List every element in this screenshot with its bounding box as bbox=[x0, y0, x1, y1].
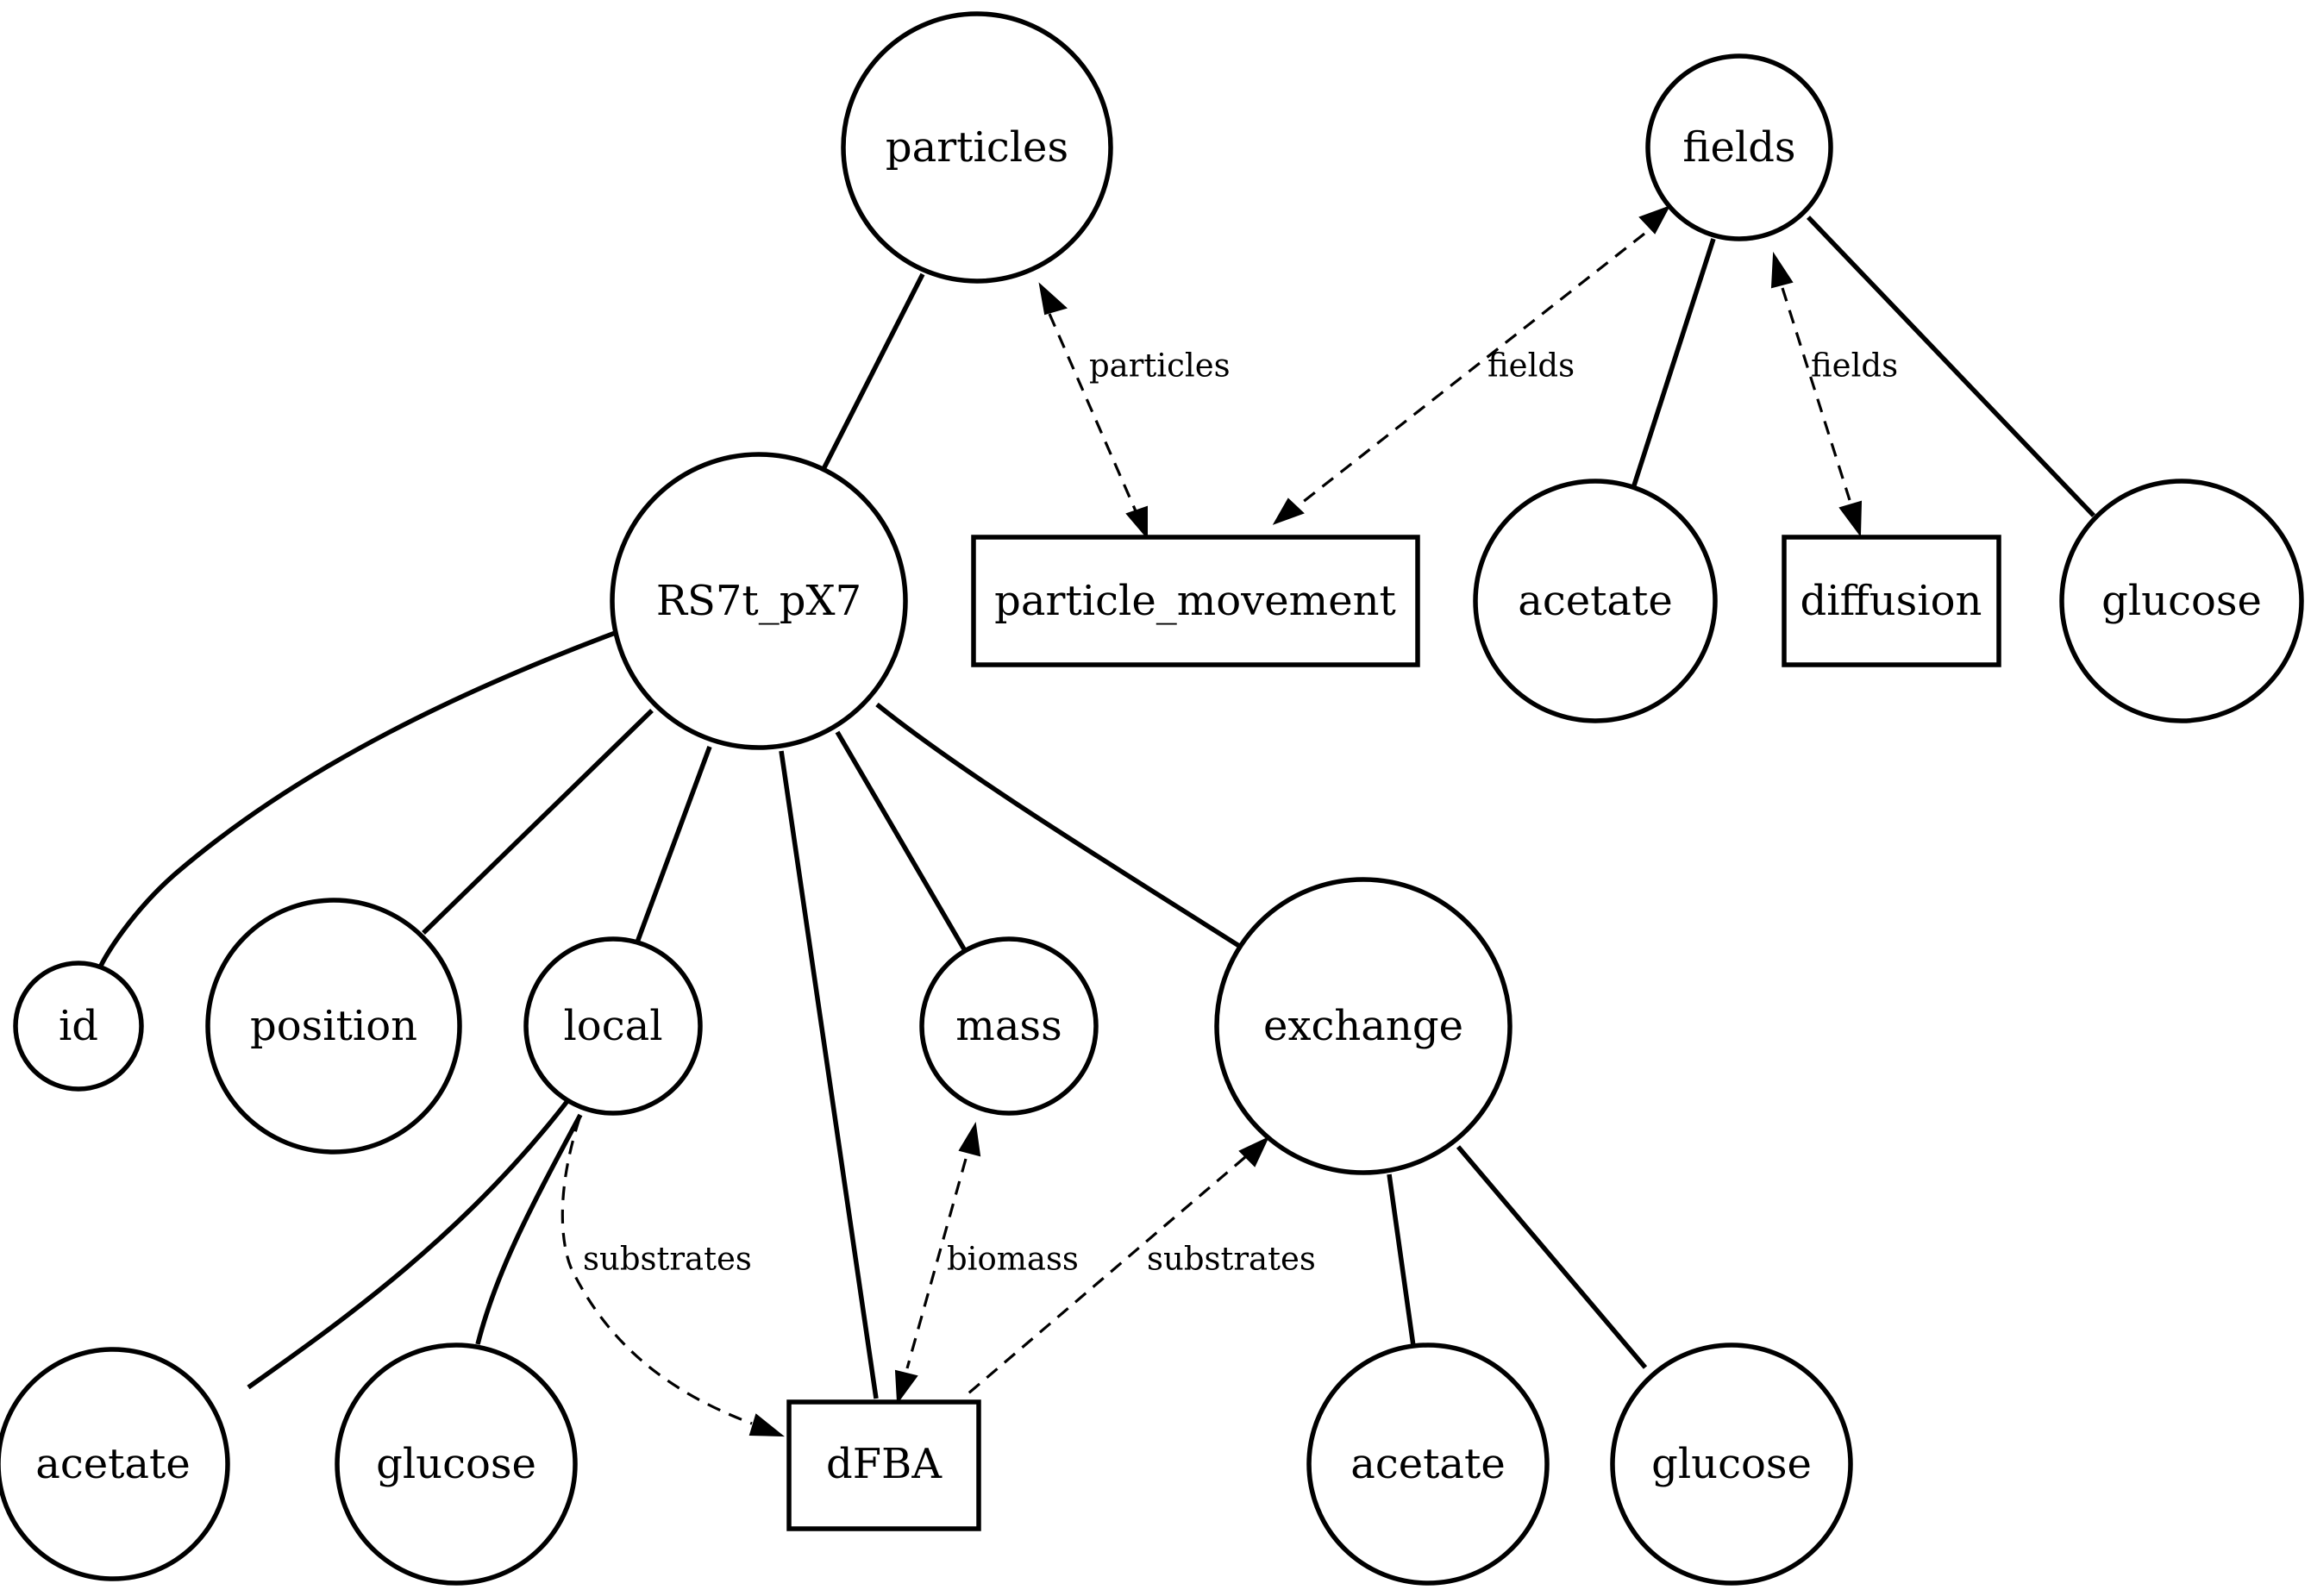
edge-exchange-dfba bbox=[961, 1155, 1247, 1400]
edge-fields-glucose bbox=[1807, 216, 2095, 517]
edge-label-biomass: biomass bbox=[947, 1241, 1079, 1278]
node-label-exchange: exchange bbox=[1263, 1002, 1463, 1050]
edge-label-particles: particles bbox=[1089, 347, 1231, 385]
arrowhead-mass bbox=[958, 1122, 981, 1157]
node-particles[interactable]: particles bbox=[841, 11, 1113, 284]
edge-mass-dfba bbox=[905, 1158, 968, 1369]
edge-label-fields-movement: fields bbox=[1487, 347, 1575, 385]
node-acetate-local[interactable]: acetate bbox=[0, 1347, 230, 1581]
arrowhead-dfba-local bbox=[748, 1413, 785, 1437]
node-id[interactable]: id bbox=[13, 961, 144, 1092]
arrowhead-fields-right bbox=[1770, 251, 1794, 289]
edge-rs7t-dfba bbox=[779, 750, 879, 1399]
node-acetate-exchange[interactable]: acetate bbox=[1306, 1343, 1550, 1586]
node-label-fields: fields bbox=[1682, 123, 1795, 172]
edge-rs7t-local bbox=[629, 746, 712, 957]
edge-exchange-acetate bbox=[1387, 1174, 1416, 1347]
arrowhead-particles bbox=[1038, 282, 1068, 316]
node-local[interactable]: local bbox=[523, 936, 703, 1116]
edge-label-fields-diffusion: fields bbox=[1811, 347, 1898, 385]
node-label-position: position bbox=[250, 1002, 417, 1050]
node-dfba[interactable]: dFBA bbox=[786, 1399, 981, 1531]
edge-rs7t-position bbox=[422, 709, 654, 935]
node-label-particle-movement: particle_movement bbox=[994, 577, 1396, 625]
edge-label-substrates-local: substrates bbox=[583, 1241, 752, 1278]
edge-particles-movement bbox=[1048, 313, 1138, 514]
node-label-mass: mass bbox=[955, 1002, 1062, 1050]
arrowhead-exchange bbox=[1238, 1136, 1270, 1167]
node-acetate-fields[interactable]: acetate bbox=[1473, 479, 1718, 723]
arrowhead-diffusion bbox=[1838, 500, 1863, 537]
edge-local-dfba bbox=[561, 1117, 753, 1425]
edge-rs7t-id bbox=[97, 607, 680, 971]
node-rs7t[interactable]: RS7t_pX7 bbox=[610, 452, 908, 750]
edge-local-glucose bbox=[475, 1113, 583, 1345]
node-label-glucose-fields: glucose bbox=[2101, 577, 2262, 625]
node-label-glucose-exchange: glucose bbox=[1651, 1440, 1812, 1488]
node-label-id: id bbox=[59, 1002, 98, 1050]
edge-fields-movement bbox=[1298, 232, 1645, 507]
node-glucose-fields[interactable]: glucose bbox=[2059, 479, 2304, 723]
node-glucose-exchange[interactable]: glucose bbox=[1610, 1343, 1853, 1586]
node-label-particles: particles bbox=[886, 123, 1068, 172]
node-particle-movement[interactable]: particle_movement bbox=[971, 535, 1420, 667]
arrowhead-dfba-mass bbox=[894, 1369, 918, 1405]
node-label-diffusion: diffusion bbox=[1801, 577, 1982, 625]
node-fields[interactable]: fields bbox=[1645, 53, 1833, 241]
node-label-glucose-local: glucose bbox=[376, 1440, 536, 1488]
arrowhead-movement-left bbox=[1125, 505, 1148, 540]
node-label-acetate-fields: acetate bbox=[1518, 577, 1673, 625]
edge-rs7t-exchange bbox=[875, 702, 1241, 948]
node-label-acetate-exchange: acetate bbox=[1350, 1440, 1506, 1488]
node-glucose-local[interactable]: glucose bbox=[335, 1343, 578, 1586]
arrowhead-movement-right bbox=[1272, 498, 1305, 525]
edge-label-substrates-exchange: substrates bbox=[1147, 1241, 1316, 1278]
edge-rs7t-mass bbox=[835, 730, 969, 955]
edge-particles-rs7t bbox=[821, 272, 925, 471]
node-label-dfba: dFBA bbox=[826, 1440, 943, 1488]
arrowhead-fields bbox=[1638, 205, 1671, 235]
edge-fields-acetate bbox=[1631, 238, 1716, 486]
node-label-rs7t: RS7t_pX7 bbox=[656, 577, 861, 625]
node-position[interactable]: position bbox=[205, 898, 462, 1155]
node-exchange[interactable]: exchange bbox=[1214, 877, 1512, 1175]
node-label-local: local bbox=[563, 1002, 662, 1050]
edge-exchange-glucose bbox=[1456, 1145, 1648, 1369]
edge-local-acetate bbox=[247, 1099, 570, 1390]
node-mass[interactable]: mass bbox=[919, 936, 1099, 1116]
node-label-acetate-local: acetate bbox=[35, 1440, 191, 1488]
edge-fields-diffusion bbox=[1781, 287, 1851, 501]
node-diffusion[interactable]: diffusion bbox=[1782, 535, 2001, 667]
